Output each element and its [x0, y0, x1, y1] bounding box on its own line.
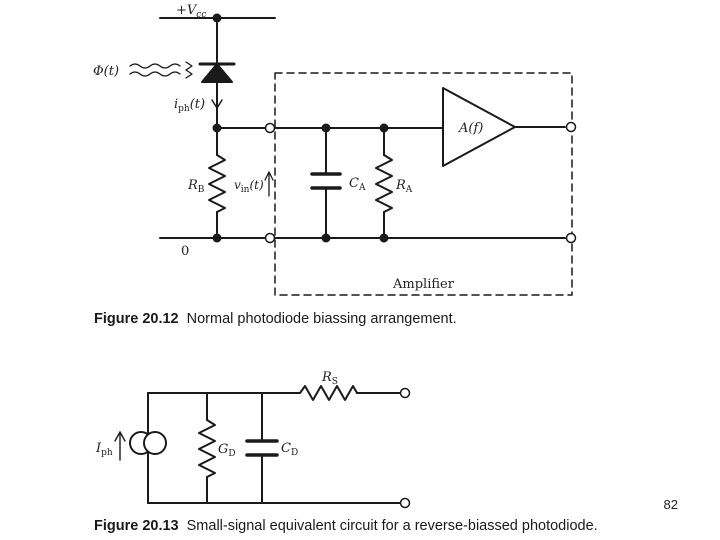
amplifier-box-label: Amplifier	[392, 277, 455, 292]
light-wave-icon	[129, 61, 193, 79]
amplifier-box	[274, 72, 573, 296]
conductance-symbol	[198, 392, 216, 504]
voltage-label: vin(t)	[234, 178, 264, 195]
page-number: 82	[663, 497, 678, 512]
source-label: Iph	[95, 441, 113, 458]
amp-resistor-symbol	[375, 127, 393, 239]
bias-resistor-symbol	[208, 127, 226, 239]
diode-capacitor-symbol	[245, 392, 279, 504]
bias-resistor-label: RB	[187, 178, 205, 195]
capacitor-label: CA	[349, 176, 366, 193]
amplifier-triangle	[442, 87, 516, 167]
gain-label: A(f)	[458, 121, 483, 136]
ground-label: 0	[181, 244, 189, 259]
junction-dots	[212, 13, 389, 243]
voltage-arrow	[264, 171, 274, 197]
conductance-label: GD	[218, 442, 236, 459]
fig2-terminal-circles	[399, 387, 411, 509]
series-resistor-label: RS	[321, 370, 338, 387]
source-current-arrow	[114, 431, 126, 461]
diode-capacitor-label: CD	[281, 441, 298, 458]
figure-20-13-circuit	[114, 385, 401, 504]
flux-label: Φ(t)	[93, 64, 119, 79]
figure-20-12-caption: Figure 20.12 Normal photodiode biassing a…	[94, 311, 457, 327]
photodiode-symbol	[198, 62, 236, 91]
figure-20-12-circuit	[129, 17, 573, 296]
figure-20-13-caption: Figure 20.13 Small-signal equivalent circ…	[94, 518, 598, 534]
caption-number: Figure 20.13	[94, 518, 179, 534]
caption-number: Figure 20.12	[94, 311, 179, 327]
terminal-circles	[264, 121, 577, 244]
caption-text: Normal photodiode biassing arrangement.	[186, 311, 457, 327]
current-label: iph(t)	[174, 97, 205, 114]
series-resistor-symbol	[299, 385, 401, 401]
supply-label: +Vcc	[176, 3, 206, 20]
amp-resistor-label: RA	[395, 178, 413, 195]
caption-text: Small-signal equivalent circuit for a re…	[186, 518, 598, 534]
current-source-symbol	[129, 431, 167, 455]
amp-capacitor-symbol	[310, 127, 342, 239]
